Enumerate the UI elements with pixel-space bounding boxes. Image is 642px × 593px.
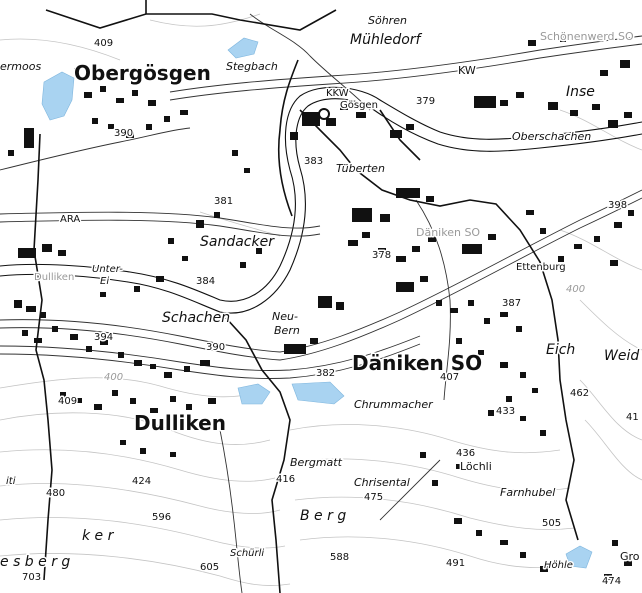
label-schuerli: Schürli [230, 548, 264, 559]
label-muehledorf: Mühledorf [350, 32, 423, 48]
elev-596: 596 [152, 512, 171, 523]
elev-703: 703 [22, 572, 41, 583]
label-soehren: Söhren [368, 14, 407, 27]
contour-lines [0, 13, 642, 586]
elev-382: 382 [316, 368, 335, 379]
elev-605: 605 [200, 562, 219, 573]
label-neu: Neu- [272, 310, 298, 323]
label-sberg: e s b e r g [0, 554, 70, 570]
label-dulliken-big: Dulliken [134, 411, 226, 435]
elev-480: 480 [46, 488, 65, 499]
elev-390-mid: 390 [206, 342, 225, 353]
river-aare [0, 86, 642, 314]
label-kw: KW [458, 64, 476, 77]
label-ermoos: ermoos [0, 60, 41, 73]
elev-491: 491 [446, 558, 465, 569]
elev-436: 436 [456, 448, 475, 459]
municipal-boundary [33, 0, 579, 593]
label-farnhubel: Farnhubel [500, 486, 555, 499]
elev-409-left: 409 [58, 396, 77, 407]
elev-390-top: 390 [114, 128, 133, 139]
label-loechli: Löchli [460, 460, 492, 473]
elev-409-top: 409 [94, 38, 113, 49]
label-oberschachen: Oberschachen [512, 130, 591, 143]
label-daeniken-small: Däniken SO [416, 226, 480, 239]
label-berg: B e r g [300, 508, 346, 524]
elev-387: 387 [502, 298, 521, 309]
label-ara: ARA [60, 214, 80, 225]
buildings [8, 36, 634, 580]
pond-stegbach [227, 37, 259, 59]
elev-505: 505 [542, 518, 561, 529]
label-chrummacher: Chrummacher [354, 398, 434, 411]
elev-384: 384 [196, 276, 215, 287]
label-goesgen: Gösgen [340, 100, 378, 111]
elev-433: 433 [496, 406, 515, 417]
label-hoehle: Höhle [544, 560, 573, 571]
label-tuberten: Tüberten [336, 162, 385, 175]
elev-588: 588 [330, 552, 349, 563]
elev-41x: 41 [626, 412, 639, 423]
label-ei: Ei [100, 276, 109, 287]
pond-chrummacher [291, 381, 345, 405]
label-ker: k e r [82, 528, 115, 544]
elev-407: 407 [440, 372, 459, 383]
label-bergmatt: Bergmatt [290, 456, 343, 469]
label-kkw: KKW [326, 88, 349, 99]
label-weid: Weid [604, 348, 639, 364]
elev-398: 398 [608, 200, 627, 211]
elev-400-right: 400 [566, 284, 585, 295]
pond-hoehle [565, 545, 593, 569]
label-insel: Inse [566, 84, 595, 100]
elev-381: 381 [214, 196, 233, 207]
label-dulliken-small: Dulliken [34, 272, 74, 283]
pond-obergoesgen [41, 71, 75, 121]
label-ettenburg: Ettenburg [516, 262, 566, 273]
label-eich: Eich [546, 342, 575, 358]
elev-379: 379 [416, 96, 435, 107]
label-stegbach: Stegbach [226, 60, 278, 73]
spot-heights: 409 390 379 383 381 378 384 387 398 400 … [21, 37, 641, 589]
elev-400-left: 400 [104, 372, 123, 383]
label-obergoesgen: Obergösgen [74, 61, 211, 85]
power-plant-icon [318, 108, 330, 120]
label-schoenenwerd: Schönenwerd SO [540, 30, 634, 43]
elev-474: 474 [602, 576, 621, 587]
elev-383: 383 [304, 156, 323, 167]
elev-378: 378 [372, 250, 391, 261]
label-schachen: Schachen [162, 310, 230, 326]
label-chrisental: Chrisental [354, 476, 410, 489]
label-unter: Unter- [92, 264, 123, 275]
label-daeniken-big: Däniken SO [352, 351, 482, 375]
elev-424: 424 [132, 476, 151, 487]
label-bern: Bern [274, 324, 300, 337]
elev-462: 462 [570, 388, 589, 399]
elev-475: 475 [364, 492, 383, 503]
water-bodies [41, 37, 593, 569]
label-gro: Gro [620, 550, 640, 563]
elev-394: 394 [94, 332, 113, 343]
pond-west [237, 383, 271, 405]
label-left-ti: iti [6, 476, 16, 487]
roads [0, 13, 642, 593]
elev-416: 416 [276, 474, 295, 485]
label-sandacker: Sandacker [200, 234, 275, 250]
